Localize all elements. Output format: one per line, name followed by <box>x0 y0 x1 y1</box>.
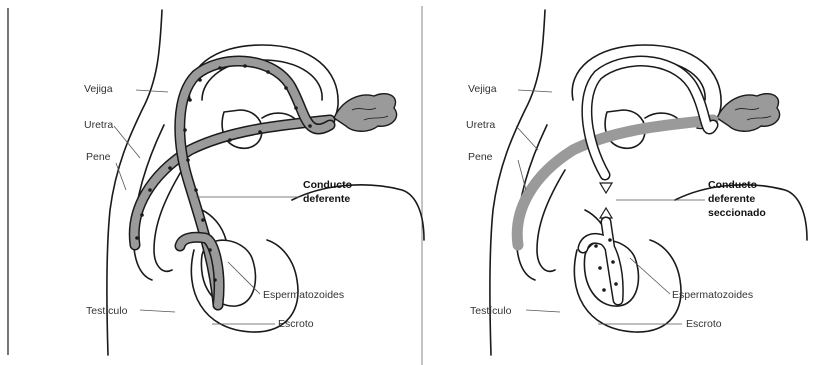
label-conducto-right-3: seccionado <box>708 207 766 219</box>
label-uretra-left: Uretra <box>84 119 113 131</box>
cut-end-upper <box>600 183 612 193</box>
label-pene-left: Pene <box>86 151 111 163</box>
label-escroto-left: Escroto <box>278 318 314 330</box>
right-panel: Vejiga Uretra Pene Conducto deferente se… <box>466 10 807 355</box>
label-testiculo-right: Testículo <box>470 305 512 317</box>
left-panel: Vejiga Uretra Pene Conducto deferente Es… <box>84 10 424 355</box>
label-vejiga-left: Vejiga <box>84 83 113 95</box>
label-vejiga-right: Vejiga <box>468 83 497 95</box>
label-espermatozoides-left: Espermatozoides <box>263 289 344 301</box>
label-pene-right: Pene <box>468 151 493 163</box>
label-conducto-left-1: Conducto <box>303 179 352 191</box>
label-espermatozoides-right: Espermatozoides <box>672 289 753 301</box>
label-conducto-right-2: deferente <box>708 193 755 205</box>
label-testiculo-left: Testículo <box>86 305 128 317</box>
label-uretra-right: Uretra <box>466 119 495 131</box>
label-conducto-left-2: deferente <box>303 193 350 205</box>
label-conducto-right-1: Conducto <box>708 179 757 191</box>
label-escroto-right: Escroto <box>686 318 722 330</box>
